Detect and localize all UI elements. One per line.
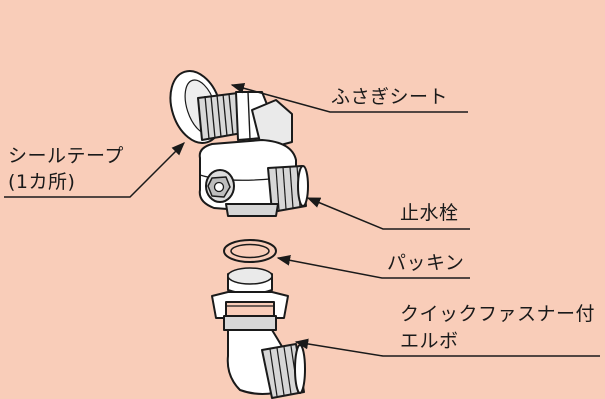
label-stop-valve: 止水栓 — [400, 202, 459, 224]
label-elbow-line1: クイックファスナー付 — [400, 303, 596, 325]
label-elbow-line2: エルボ — [400, 330, 459, 352]
stop-valve-illustration — [169, 70, 309, 217]
leader-stop-valve — [306, 197, 470, 230]
leader-elbow — [294, 338, 600, 357]
leader-packing — [276, 254, 470, 279]
elbow-illustration — [211, 267, 306, 399]
label-seal-tape-line2: (1カ所) — [8, 171, 76, 193]
label-seal-tape-line1: シールテープ — [8, 145, 124, 167]
leader-cover-sheet — [230, 83, 468, 113]
leader-seal-tape — [4, 142, 185, 198]
label-cover-sheet: ふさぎシート — [331, 86, 449, 108]
packing-ring — [223, 239, 277, 263]
leader-lines — [4, 83, 600, 357]
label-packing: パッキン — [387, 252, 465, 274]
